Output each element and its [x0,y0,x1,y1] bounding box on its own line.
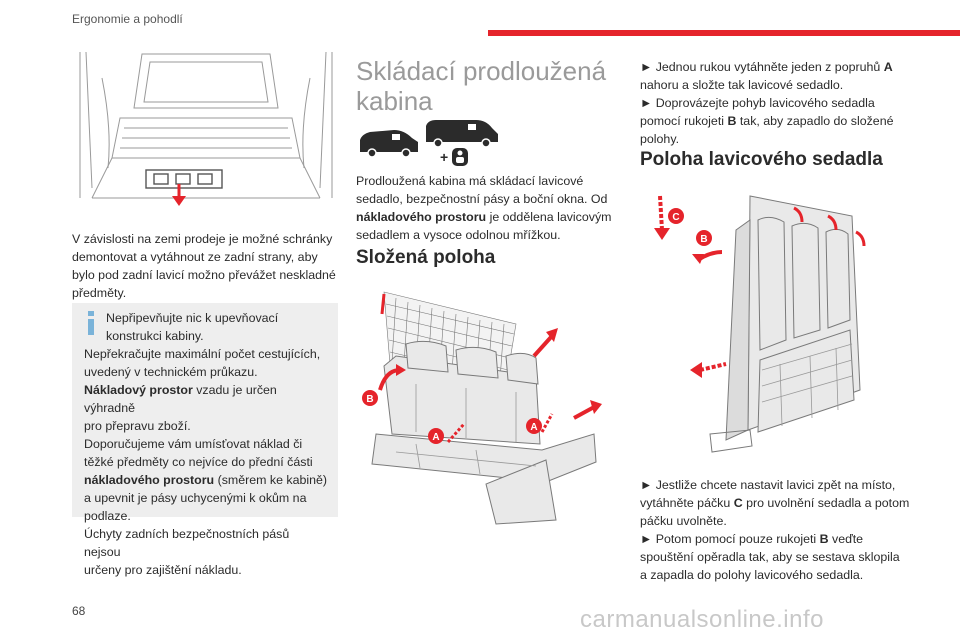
para-line: bylo pod zadní lavicí možno převážet nes… [72,268,336,282]
para-line: V závislosti na zemi prodeje je možné sc… [72,232,333,246]
info-note-box: Nepřipevňujte nic k upevňovací konstrukc… [72,303,338,577]
header-section-title: Ergonomie a pohodlí [72,12,183,26]
strap-c-marker [380,293,386,315]
storage-boxes-paragraph: V závislosti na zemi prodeje je možné sc… [72,230,340,302]
van-long-icon [426,120,498,148]
para-line: předměty. [72,286,127,300]
info-line: pro přepravu zboží. [84,419,191,433]
section-title-extended-cab: Skládací prodloužená kabina [356,56,607,116]
label-b-circle [362,390,378,406]
plus-seat-icon: + [440,148,468,166]
info-line: Nepřipevňujte nic k upevňovací [106,311,279,325]
folded-bench-illustration: B A A [356,284,618,534]
label-a1: A [432,432,439,443]
cargo-box-illustration [72,48,340,218]
van-icons: + [356,116,618,168]
info-line: Nákladový prostor vzadu je určen výhradn… [84,383,277,415]
watermark-text: carmanualsonline.info [580,606,824,633]
info-line: konstrukci kabiny. [106,329,204,343]
info-line: Nepřekračujte maximální počet cestujícíc… [84,347,321,361]
info-line: těžké předměty co nejvíce do přední část… [84,455,313,469]
van-short-icon [360,130,418,158]
svg-text:+: + [440,149,448,165]
info-line: podlaze. [84,509,131,523]
label-b2-circle [696,230,712,246]
info-line: Úchyty zadních bezpečnostních pásů nejso… [84,527,290,559]
info-icon [86,311,96,335]
info-line: uvedený v technickém průkazu. [84,365,258,379]
bench-position-illustration: C B [640,190,912,460]
label-a1-circle [428,428,444,444]
label-b: B [366,394,373,405]
restore-instructions: ► Jestliže chcete nastavit lavici zpět n… [640,478,910,582]
label-a2-circle [526,418,542,434]
extended-cab-paragraph: Prodloužená kabina má skládací lavicové … [356,174,612,242]
info-line: Doporučujeme vám umísťovat náklad či [84,437,303,451]
info-line: a upevnit je pásy uchycenými k okům na [84,491,307,505]
section-title-bench-position: Poloha lavicového sedadla [640,149,883,170]
para-line: demontovat a vytáhnout ze zadní strany, … [72,250,318,264]
info-line: nákladového prostoru (směrem ke kabině) [84,473,328,487]
page-number: 68 [72,604,86,618]
fold-instructions: ► Jednou rukou vytáhněte jeden z popruhů… [640,60,894,146]
info-line: určeny pro zajištění nákladu. [84,563,242,577]
label-b2: B [700,234,707,245]
label-c: C [672,212,679,223]
section-title-folded: Složená poloha [356,247,496,268]
label-c-circle [668,208,684,224]
label-a2: A [530,422,537,433]
header-accent-bar [488,30,960,36]
